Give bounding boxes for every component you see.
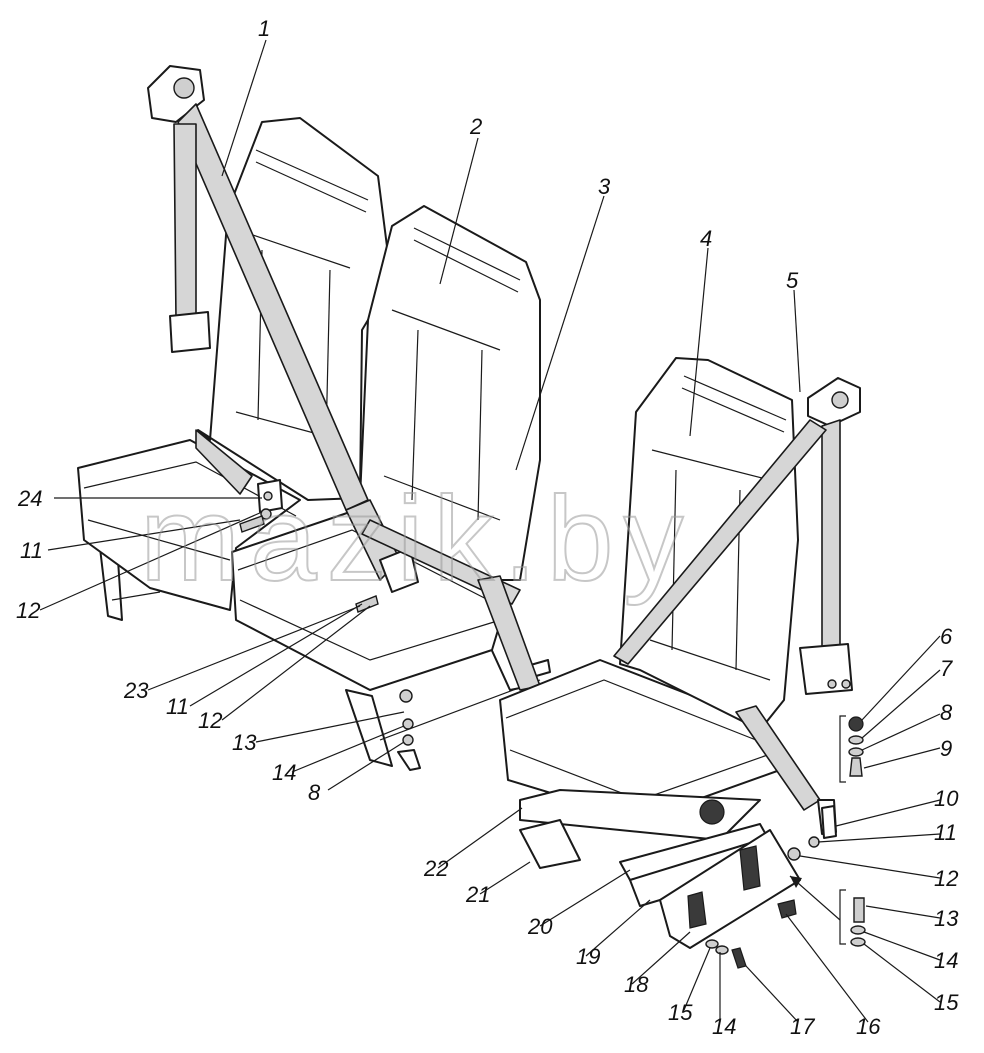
callout-6: 6 — [940, 624, 953, 649]
callout-12-middle: 12 — [198, 708, 222, 733]
right-hardware-6-9 — [839, 715, 864, 783]
callout-13: 13 — [934, 906, 959, 931]
callout-18: 18 — [624, 972, 649, 997]
callout-8-middle: 8 — [308, 780, 321, 805]
callout-labels: 1 2 3 4 5 6 7 8 9 10 11 12 13 14 15 16 1… — [16, 16, 959, 1039]
callout-15-bottom: 15 — [668, 1000, 693, 1025]
callout-16: 16 — [856, 1014, 881, 1039]
arrow-head — [790, 876, 802, 888]
callout-10: 10 — [934, 786, 959, 811]
callout-9: 9 — [940, 736, 952, 761]
watermark-text: mazik.by — [140, 472, 693, 606]
seat-slide-mechanism — [519, 789, 801, 949]
callout-3: 3 — [598, 174, 611, 199]
callout-7: 7 — [940, 656, 953, 681]
bottom-hardware-14-17 — [705, 899, 797, 969]
callout-12: 12 — [934, 866, 958, 891]
callout-14-bottom: 14 — [712, 1014, 736, 1039]
callout-17: 17 — [790, 1014, 815, 1039]
callout-5: 5 — [786, 268, 799, 293]
callout-24: 24 — [17, 486, 42, 511]
callout-22: 22 — [423, 856, 448, 881]
callout-23: 23 — [123, 678, 149, 703]
callout-11: 11 — [934, 820, 957, 845]
callout-12-left: 12 — [16, 598, 40, 623]
callout-1: 1 — [258, 16, 270, 41]
callout-13-middle: 13 — [232, 730, 257, 755]
callout-8: 8 — [940, 700, 953, 725]
callout-11-middle: 11 — [166, 694, 189, 719]
callout-2: 2 — [469, 114, 482, 139]
callout-14: 14 — [934, 948, 958, 973]
right-hardware-13-15 — [839, 889, 866, 947]
left-seat-belt — [147, 65, 541, 691]
callout-20: 20 — [527, 914, 553, 939]
callout-14-middle: 14 — [272, 760, 296, 785]
right-hardware-10-12 — [787, 805, 837, 861]
middle-backrest — [359, 205, 541, 581]
leader-lines — [39, 39, 941, 1023]
left-anchor-hardware — [239, 479, 414, 746]
callout-4: 4 — [700, 226, 712, 251]
callout-15: 15 — [934, 990, 959, 1015]
callout-19: 19 — [576, 944, 600, 969]
callout-21: 21 — [465, 882, 490, 907]
callout-11-left: 11 — [20, 538, 43, 563]
